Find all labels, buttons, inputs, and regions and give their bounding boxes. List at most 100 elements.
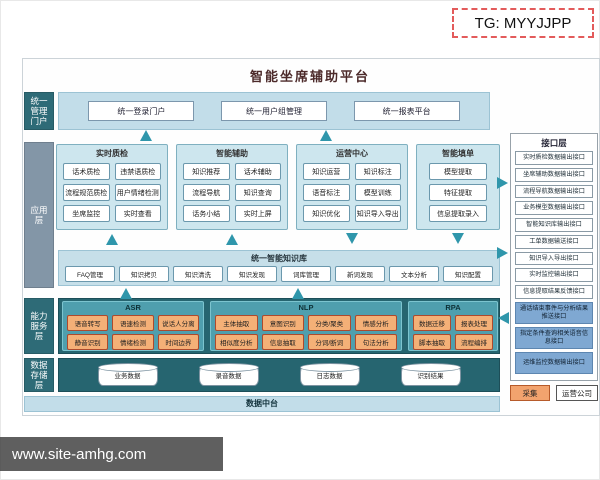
storage-band: 业务数据 录音数据 日志数据 识别结果 <box>58 358 500 392</box>
database-cylinder-icon: 录音数据 <box>198 362 259 386</box>
diagram-node: 知识标注 <box>354 163 401 180</box>
capability-node: 流程编排 <box>455 334 493 350</box>
app-group-title: 运营中心 <box>336 149 368 158</box>
database-cylinder-icon: 识别结果 <box>400 362 461 386</box>
interface-item-4: 智能知识库输出接口 <box>515 218 593 232</box>
data-platform-bar: 数据中台 <box>24 396 500 412</box>
layer-label-application: 应用层 <box>24 142 54 288</box>
interface-item-6: 知识导入导出接口 <box>515 251 593 266</box>
diagram-node: 流程导航 <box>183 184 230 201</box>
diagram-node: 用户情绪检测 <box>114 184 161 201</box>
diagram-node: 模型训练 <box>354 184 401 201</box>
knowledge-base-band: 统一智能知识库 FAQ管理知识拷贝知识清洗知识发现词库管理新词发现文本分析知识配… <box>58 250 500 286</box>
diagram-node: 实时上屏 <box>234 205 281 222</box>
portal-button-2: 统一报表平台 <box>353 101 460 121</box>
capability-node: 分词/断词 <box>308 334 351 350</box>
app-group-title: 智能辅助 <box>216 149 248 158</box>
diagram-node: 违禁语质检 <box>114 163 161 180</box>
portal-button-0: 统一登录门户 <box>88 101 195 121</box>
diagram-node: 信息提取录入 <box>429 205 487 222</box>
knowledge-base-title: 统一智能知识库 <box>251 254 307 263</box>
flow-arrow-right <box>497 247 508 259</box>
knowledge-node: FAQ管理 <box>65 266 115 282</box>
flow-arrow-up <box>320 130 332 141</box>
diagram-node: 知识导入导出 <box>354 205 401 222</box>
diagram-node: 知识查询 <box>234 184 281 201</box>
diagram-node: 话术辅助 <box>234 163 281 180</box>
layer-label-capability: 能力服务层 <box>24 298 54 354</box>
flow-arrow-right <box>497 177 508 189</box>
capability-node: 静音识别 <box>67 334 109 350</box>
interface-item-0: 实时质检数据输出接口 <box>515 151 593 165</box>
collect-box: 采集 <box>510 385 550 401</box>
interface-item-11: 运维监控数据输出接口 <box>515 351 593 374</box>
portal-button-1: 统一用户组管理 <box>220 101 327 121</box>
app-group-1: 智能辅助知识推荐话术辅助流程导航知识查询话务小结实时上屏 <box>176 144 288 230</box>
flow-arrow-up <box>140 130 152 141</box>
capability-node: 时间边界 <box>157 334 199 350</box>
app-group-3: 智能填单模型提取特征提取信息提取录入 <box>416 144 500 230</box>
database-label: 日志数据 <box>316 373 343 380</box>
app-group-0: 实时质检话术质检违禁语质检流程规范质检用户情绪检测坐席监控实时查看 <box>56 144 168 230</box>
capability-node: 报表处理 <box>455 315 493 331</box>
capability-node: 分类/聚类 <box>308 315 351 331</box>
app-group-items: 话术质检违禁语质检流程规范质检用户情绪检测坐席监控实时查看 <box>57 161 167 226</box>
telegram-watermark: TG: MYYJJPP <box>452 8 594 38</box>
capability-node: 情绪检测 <box>112 334 154 350</box>
database-label: 业务数据 <box>114 373 141 380</box>
database-label: 识别结果 <box>417 373 444 380</box>
capability-node: 说话人分离 <box>157 315 199 331</box>
diagram-node: 模型提取 <box>429 163 487 180</box>
capability-node: 意图识别 <box>261 315 304 331</box>
interface-item-3: 业务模型数据输出接口 <box>515 201 593 215</box>
flow-arrow-down <box>346 233 358 244</box>
app-group-items: 知识运营知识标注语音标注模型训练知识优化知识导入导出 <box>297 161 407 226</box>
diagram-node: 坐席监控 <box>63 205 110 222</box>
knowledge-node: 文本分析 <box>389 266 439 282</box>
interface-item-10: 指定条件查询相关语音信息接口 <box>515 326 593 349</box>
diagram-node: 特征提取 <box>429 184 487 201</box>
diagram-node: 语音标注 <box>303 184 350 201</box>
capability-node: 信息抽取 <box>261 334 304 350</box>
capability-node: 主体抽取 <box>215 315 258 331</box>
capability-section-items: 数据迁移报表处理脚本抽取流程编排 <box>409 314 497 351</box>
capability-node: 数据迁移 <box>413 315 451 331</box>
knowledge-node: 词库管理 <box>281 266 331 282</box>
capability-section-title: ASR <box>125 303 141 312</box>
capability-node: 句法分析 <box>354 334 397 350</box>
flow-arrow-up <box>226 234 238 245</box>
flow-arrow-up <box>292 288 304 299</box>
database-label: 录音数据 <box>215 373 242 380</box>
interface-item-1: 坐席辅助数据输出接口 <box>515 167 593 182</box>
app-group-2: 运营中心知识运营知识标注语音标注模型训练知识优化知识导入导出 <box>296 144 408 230</box>
layer-label-portal: 统一管理门户 <box>24 92 54 130</box>
capability-node: 相似度分析 <box>215 334 258 350</box>
capability-node: 语音转写 <box>67 315 109 331</box>
interface-item-9: 通话结束事件与分析结果推送接口 <box>515 301 593 324</box>
interface-layer-panel: 接口层 实时质检数据输出接口坐席辅助数据输出接口流程导航数据输出接口业务模型数据… <box>510 133 598 381</box>
database-cylinder-icon: 日志数据 <box>299 362 360 386</box>
capability-section-title: RPA <box>445 303 461 312</box>
app-group-title: 智能填单 <box>442 149 474 158</box>
flow-arrow-left <box>498 312 509 324</box>
site-watermark: www.site-amhg.com <box>0 437 223 471</box>
interface-item-2: 流程导航数据输出接口 <box>515 184 593 199</box>
diagram-node: 知识运营 <box>303 163 350 180</box>
diagram-node: 流程规范质检 <box>63 184 110 201</box>
interface-item-8: 信息提取结果反馈接口 <box>515 285 593 299</box>
app-group-title: 实时质检 <box>96 149 128 158</box>
page-title: 智能坐席辅助平台 <box>249 69 370 84</box>
knowledge-node: 知识发现 <box>227 266 277 282</box>
database-cylinder-icon: 业务数据 <box>97 362 158 386</box>
knowledge-node: 知识清洗 <box>173 266 223 282</box>
app-group-items: 知识推荐话术辅助流程导航知识查询话务小结实时上屏 <box>177 161 287 226</box>
interface-layer-title: 接口层 <box>541 138 567 148</box>
portal-bar: 统一登录门户 统一用户组管理 统一报表平台 <box>58 92 490 130</box>
layer-label-storage: 数据存储层 <box>24 358 54 392</box>
diagram-node: 实时查看 <box>114 205 161 222</box>
knowledge-node: 知识拷贝 <box>119 266 169 282</box>
capability-section-items: 语音转写语速检测说话人分离静音识别情绪检测时间边界 <box>63 314 203 351</box>
